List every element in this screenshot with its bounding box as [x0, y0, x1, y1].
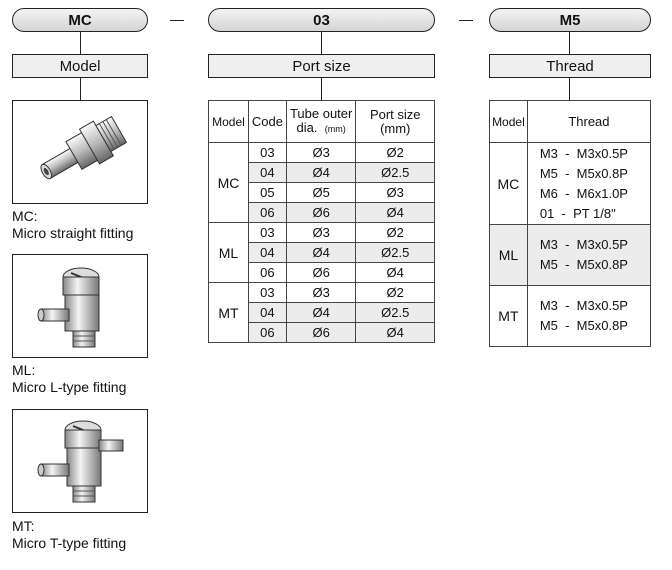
tube-cell: Ø3: [285, 282, 357, 303]
fitting-name: Micro straight fitting: [12, 225, 134, 241]
port-cell: Ø2: [355, 282, 435, 303]
tube-dia-line: dia. (mm): [287, 121, 356, 136]
code-cell: 04: [247, 242, 287, 263]
code-cell: 06: [247, 202, 287, 223]
fitting-name: Micro T-type fitting: [12, 535, 127, 551]
connector-line: [80, 32, 81, 54]
separator-dash: [170, 20, 184, 21]
thread-line: M5 - M5x0.8P: [539, 257, 628, 272]
port-cell: Ø2.5: [355, 302, 435, 323]
thread-line: M5 - M5x0.8P: [539, 318, 628, 333]
thread-cell: M3 - M3x0.5P M5 - M5x0.8P M6 - M6x1.0P 0…: [526, 142, 652, 225]
thread-line: M5 - M5x0.8P: [539, 165, 628, 181]
model-label-box: Model: [12, 54, 148, 78]
header-thread: Thread: [526, 100, 652, 143]
fitting-code: MT:: [12, 518, 35, 534]
header-model: Model: [489, 100, 528, 143]
connector-line: [569, 32, 570, 54]
code-cell: 06: [247, 262, 287, 283]
thread-label: Thread: [546, 57, 594, 75]
port-size-label: Port size: [292, 57, 351, 75]
size-code-pill: 03: [208, 8, 435, 32]
header-tube-outer: Tube outer dia. (mm): [285, 100, 357, 143]
tube-cell: Ø4: [285, 162, 357, 183]
tube-cell: Ø3: [285, 142, 357, 163]
header-port-size: Port size (mm): [355, 100, 435, 143]
thread-label-box: Thread: [489, 54, 651, 78]
thread-code: M5: [559, 11, 581, 29]
port-cell: Ø4: [355, 262, 435, 283]
code-cell: 05: [247, 182, 287, 203]
tube-cell: Ø6: [285, 262, 357, 283]
code-cell: 04: [247, 162, 287, 183]
port-cell: Ø2.5: [355, 162, 435, 183]
port-cell: Ø4: [355, 202, 435, 223]
tube-outer-text: Tube outer: [289, 106, 353, 121]
model-cell: MC: [489, 142, 528, 225]
code-cell: 06: [247, 322, 287, 343]
fitting-code: MC:: [12, 208, 38, 224]
thread-cell: M3 - M3x0.5P M5 - M5x0.8P: [526, 224, 652, 286]
header-model: Model: [208, 100, 249, 143]
thread-line: M6 - M6x1.0P: [539, 185, 628, 201]
port-size-text: Port size: [369, 106, 421, 122]
size-code: 03: [313, 11, 330, 29]
thread-line: 01 - PT 1/8": [539, 205, 616, 221]
tube-dia-text: dia.: [296, 120, 318, 135]
thread-cell: M3 - M3x0.5P M5 - M5x0.8P: [526, 285, 652, 347]
port-size-table: Model Code Tube outer dia. (mm) Port siz…: [208, 100, 435, 343]
port-cell: Ø4: [355, 322, 435, 343]
tube-unit: (mm): [324, 124, 346, 134]
model-cell: ML: [489, 224, 528, 286]
tube-cell: Ø3: [285, 222, 357, 243]
thread-line: M3 - M3x0.5P: [539, 237, 628, 252]
thread-line: M3 - M3x0.5P: [539, 298, 628, 313]
header-code: Code: [247, 100, 287, 143]
code-cell: 03: [247, 282, 287, 303]
connector-line: [321, 32, 322, 54]
port-cell: Ø2: [355, 142, 435, 163]
model-label: Model: [59, 57, 101, 75]
thread-line: M3 - M3x0.5P: [539, 145, 628, 161]
connector-line: [80, 78, 81, 100]
tube-cell: Ø4: [285, 242, 357, 263]
port-size-label-box: Port size: [208, 54, 435, 78]
model-code-pill: MC: [12, 8, 148, 32]
connector-line: [569, 78, 570, 100]
model-cell: ML: [208, 222, 249, 283]
tube-cell: Ø6: [285, 322, 357, 343]
connector-line: [321, 78, 322, 100]
separator-dash: [459, 20, 473, 21]
tube-cell: Ø5: [285, 182, 357, 203]
model-cell: MT: [208, 282, 249, 343]
fitting-name: Micro L-type fitting: [12, 379, 127, 395]
port-cell: Ø2: [355, 222, 435, 243]
straight-fitting-caption: MC: Micro straight fitting: [12, 208, 133, 242]
model-cell: MT: [489, 285, 528, 347]
thread-table: Model Thread MC M3 - M3x0.5P M5 - M5x0.8…: [489, 100, 652, 347]
code-cell: 03: [247, 222, 287, 243]
l-type-fitting-image: [12, 254, 148, 358]
t-type-fitting-image: [12, 409, 148, 513]
port-cell: Ø2.5: [355, 242, 435, 263]
l-type-fitting-caption: ML: Micro L-type fitting: [12, 362, 126, 396]
port-cell: Ø3: [355, 182, 435, 203]
fitting-code: ML:: [12, 362, 36, 378]
model-cell: MC: [208, 142, 249, 223]
tube-cell: Ø6: [285, 202, 357, 223]
straight-fitting-image: [12, 100, 148, 204]
code-cell: 03: [247, 142, 287, 163]
code-cell: 04: [247, 302, 287, 323]
thread-code-pill: M5: [489, 8, 651, 32]
model-code: MC: [68, 11, 92, 29]
t-type-fitting-caption: MT: Micro T-type fitting: [12, 518, 126, 552]
port-unit: (mm): [380, 120, 411, 136]
tube-cell: Ø4: [285, 302, 357, 323]
